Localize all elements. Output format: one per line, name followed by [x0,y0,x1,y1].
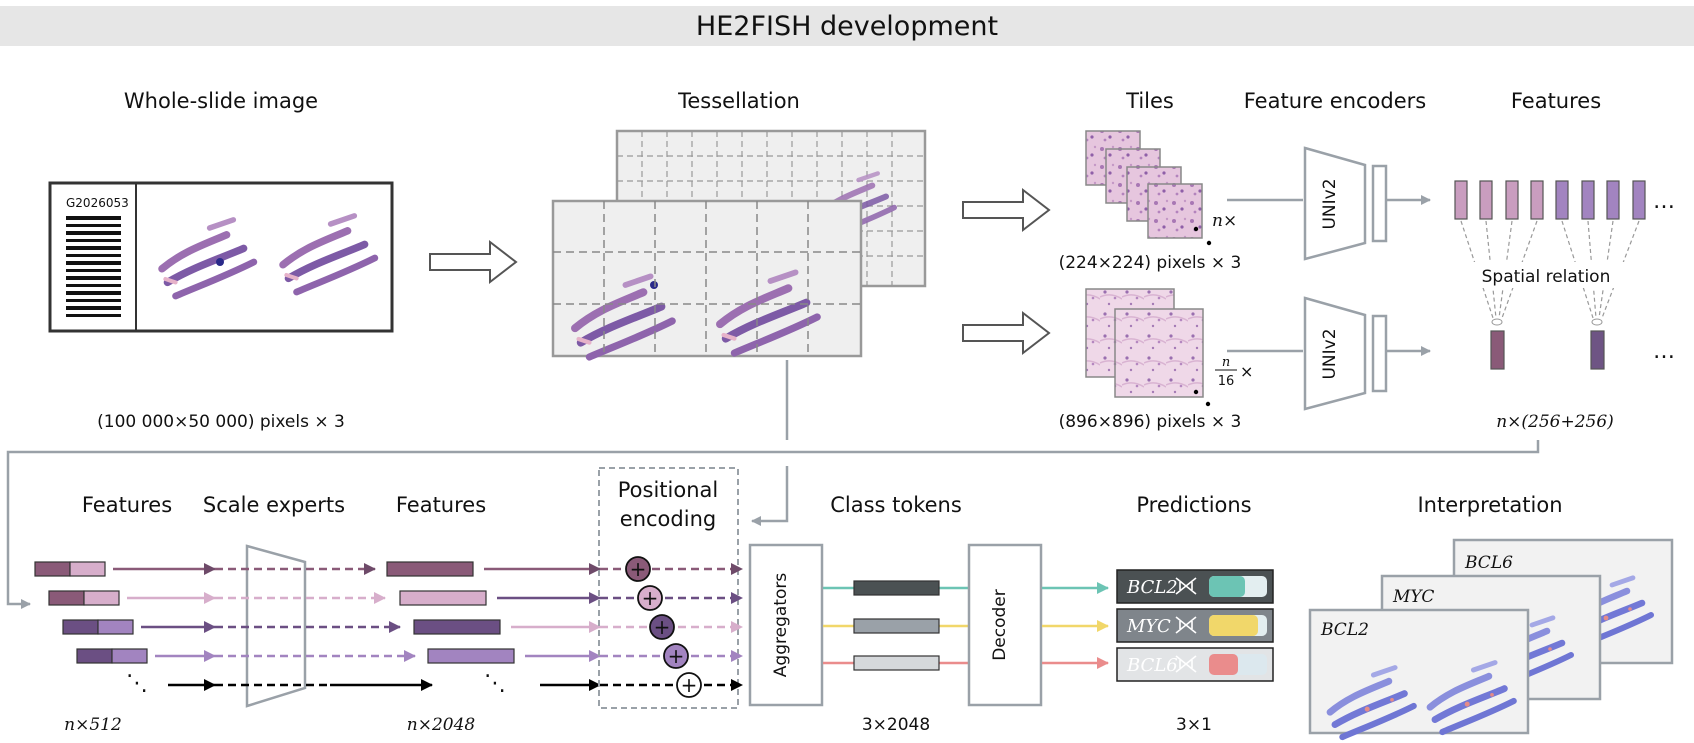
large-tiles-stack: n 16 × [1085,288,1253,407]
heatmap-myc-label: MYC [1392,587,1434,607]
input-dimension: n×512 [64,715,122,735]
small-tiles-count: n× [1212,211,1237,231]
features-heading: Features [1511,89,1601,113]
plus-icon: + [668,644,685,668]
prediction-myc-label: MYC [1126,616,1171,637]
prediction-bcl6-label: BCL6 [1126,655,1178,676]
prediction-myc: MYC [1116,608,1274,643]
tiles-heading: Tiles [1125,89,1174,113]
expert-dashed-arrows [215,563,416,687]
features-in-heading: Features [82,493,172,517]
row-connector [6,440,1540,609]
plus-circles: + + + + + [625,556,702,698]
dna-icon [1175,655,1197,673]
large-tiles-count-denominator: 16 [1218,374,1235,389]
heatmap-bcl2-label: BCL2 [1320,620,1369,640]
page-title: HE2FISH development [696,11,998,42]
position-encoding-arrow [751,466,789,526]
decoder-label: Decoder [990,589,1010,661]
large-tiles-size: (896×896) pixels × 3 [1059,412,1242,432]
spatial-relation-label: Spatial relation [1482,267,1611,287]
aggregators-label: Aggregators [771,573,791,678]
small-tiles-size: (224×224) pixels × 3 [1059,253,1242,273]
wsi-heading: Whole-slide image [124,89,318,113]
plus-icon: + [654,615,671,639]
encoder-top-label: UNIv2 [1320,178,1340,229]
whole-slide-image: G2026053 [48,181,394,333]
encoder-bottom: UNIv2 [1303,296,1388,411]
features-ellipsis-top: … [1653,189,1675,214]
prediction-bcl2-label: BCL2 [1126,577,1178,598]
features-ellipsis-bottom: … [1653,339,1675,364]
input-arrows [113,563,216,691]
tessellation-heading: Tessellation [677,89,800,113]
heatmap-bcl2: BCL2 [1308,608,1530,737]
encoder-top: UNIv2 [1303,146,1388,261]
positional-heading-1: Positional [618,478,718,502]
barcode-icon [66,216,121,317]
features-mid-heading: Features [396,493,486,517]
slide-barcode-id: G2026053 [66,196,129,210]
prediction-bcl2: BCL2 [1116,569,1274,604]
heatmap-bcl6-label: BCL6 [1464,553,1513,573]
positional-heading-2: encoding [620,507,716,531]
prediction-arrows [1042,582,1109,669]
arrow-to-small-tiles [962,187,1051,233]
decoder-block [967,543,1043,707]
dna-icon [1175,577,1197,595]
aggregators-block [748,543,824,707]
tessellation-grid [551,129,927,357]
large-tiles-count-numerator: n [1222,355,1230,370]
scale-experts-heading: Scale experts [203,493,345,517]
positional-encoding-box [598,467,739,709]
features-dimension: n×(256+256) [1496,412,1614,432]
scale-experts-block [245,544,307,708]
arrow-to-tessellation [429,239,518,285]
arrow-to-large-tiles [962,310,1051,356]
title-bar [0,6,1694,46]
plus-icon: + [630,557,647,581]
predictions-heading: Predictions [1136,493,1251,517]
dna-icon [1175,616,1197,634]
class-tokens [853,580,940,671]
mid-dots: ⋱ [484,671,506,696]
mid-arrows [484,563,601,691]
plus-icon: + [681,673,698,697]
prediction-bcl6: BCL6 [1116,647,1274,682]
class-tokens-heading: Class tokens [830,493,962,517]
plus-icon: + [642,586,659,610]
mid-dimension: n×2048 [407,715,476,735]
encoder-bottom-label: UNIv2 [1320,328,1340,379]
feature-vectors [1450,180,1650,370]
input-feature-stack [34,561,148,664]
interpretation-heading: Interpretation [1417,493,1562,517]
wsi-size-label: (100 000×50 000) pixels × 3 [97,412,345,432]
mid-feature-stack [386,561,515,664]
large-tiles-times: × [1240,362,1253,381]
input-dots: ⋱ [126,671,148,696]
small-tiles-stack: n× [1085,130,1237,246]
tokens-dimension: 3×2048 [862,715,930,735]
feature-encoders-heading: Feature encoders [1244,89,1426,113]
predictions-dimension: 3×1 [1176,715,1212,735]
